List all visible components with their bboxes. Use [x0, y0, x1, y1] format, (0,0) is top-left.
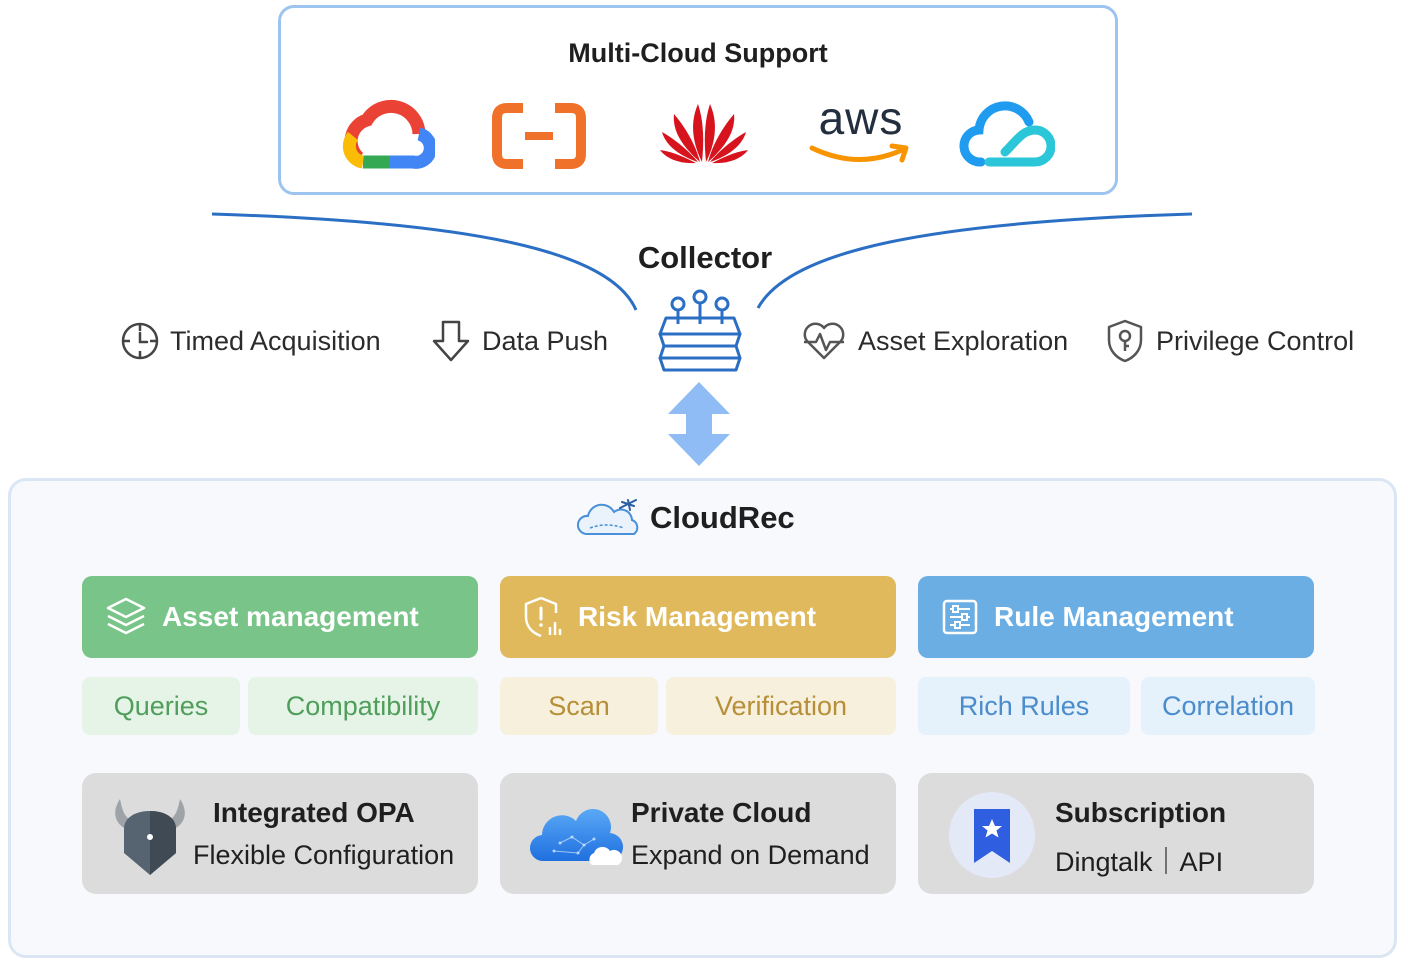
heartbeat-icon — [803, 322, 845, 360]
multi-cloud-title: Multi-Cloud Support — [568, 38, 828, 68]
feature-card-subtitle: Expand on Demand — [631, 840, 870, 870]
chip-correlation: Correlation — [1141, 677, 1315, 735]
chip-verification: Verification — [666, 677, 896, 735]
tencent-cloud-logo — [959, 101, 1055, 167]
module-title: Asset management — [162, 601, 419, 632]
connector-line-left — [211, 212, 638, 311]
feature-card-title: Private Cloud — [631, 797, 812, 828]
google-cloud-logo — [342, 99, 435, 169]
feature-card-private-cloud: Private Cloud Expand on Demand — [500, 773, 896, 894]
chip-rich-rules: Rich Rules — [918, 677, 1130, 735]
aws-logo: aws — [806, 92, 916, 176]
cloudrec-logo — [577, 499, 639, 535]
bookmark-star-icon — [949, 792, 1035, 878]
chip-scan: Scan — [500, 677, 658, 735]
collector-icon — [658, 289, 742, 372]
module-asset-management: Asset management — [82, 576, 478, 658]
collector-title: Collector — [637, 240, 773, 275]
module-rule-management: Rule Management — [918, 576, 1314, 658]
feature-label: Data Push — [482, 325, 609, 356]
feature-privilege-control: Privilege Control — [1104, 318, 1354, 364]
connector-line-right — [756, 212, 1193, 309]
private-cloud-icon — [530, 809, 624, 865]
connector-lines — [211, 212, 1193, 311]
aws-smile-icon — [809, 143, 909, 163]
down-arrow-icon — [432, 320, 470, 362]
cloudrec-title: CloudRec — [650, 500, 795, 535]
feature-card-opa: Integrated OPA Flexible Configuration — [82, 773, 478, 894]
module-title: Rule Management — [994, 601, 1234, 632]
feature-label: Privilege Control — [1156, 325, 1355, 356]
feature-label: Timed Acquisition — [170, 325, 381, 356]
opa-logo — [115, 799, 185, 875]
module-title: Risk Management — [578, 601, 817, 632]
feature-data-push: Data Push — [430, 318, 608, 364]
clock-icon — [121, 322, 159, 360]
huawei-logo — [660, 104, 748, 164]
feature-label: Asset Exploration — [858, 325, 1069, 356]
shield-key-icon — [1107, 319, 1143, 363]
chip-compatibility: Compatibility — [248, 677, 478, 735]
sliders-icon — [942, 599, 978, 635]
feature-card-subtitle: Flexible Configuration — [193, 840, 455, 870]
shield-alert-icon — [524, 596, 562, 638]
multi-cloud-panel: Multi-Cloud Support aws — [278, 5, 1118, 195]
module-risk-management: Risk Management — [500, 576, 896, 658]
feature-card-title: Subscription — [1055, 797, 1227, 828]
feature-card-subscription: Subscription Dingtalk｜API — [918, 773, 1314, 894]
feature-card-title: Integrated OPA — [213, 797, 415, 828]
feature-card-subtitle: Dingtalk｜API — [1055, 847, 1224, 877]
feature-timed-acquisition: Timed Acquisition — [120, 318, 381, 364]
aws-logo-text: aws — [818, 92, 904, 144]
layers-icon — [106, 597, 146, 635]
feature-asset-exploration: Asset Exploration — [800, 318, 1068, 364]
bidirectional-arrow-icon — [668, 382, 730, 466]
alibaba-cloud-logo — [492, 103, 586, 169]
chip-queries: Queries — [82, 677, 240, 735]
